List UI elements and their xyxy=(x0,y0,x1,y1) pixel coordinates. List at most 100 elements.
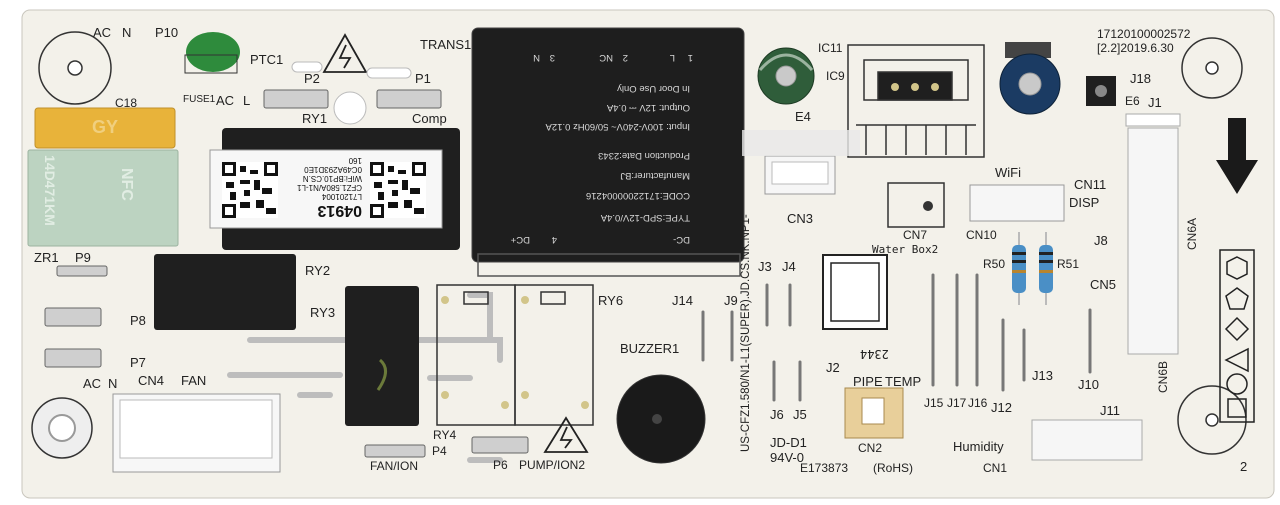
label-c18: C18 xyxy=(115,96,138,110)
resistor-r50 xyxy=(1012,232,1026,305)
trans-pin-dc-minus: DC- xyxy=(673,234,690,245)
resistor-r51 xyxy=(1039,232,1053,305)
label-r50: R50 xyxy=(983,257,1006,271)
trans-code: CODE:17122000004216 xyxy=(585,190,690,201)
trans-pin-nc: NC xyxy=(599,52,613,63)
label-buzzer1: BUZZER1 xyxy=(620,341,680,356)
label-cn4: CN4 xyxy=(138,373,165,388)
label-ic11: IC11 xyxy=(818,41,843,55)
hexagon-icon xyxy=(1226,256,1248,280)
label-cn10: CN10 xyxy=(966,228,997,242)
label-zr1: ZR1 xyxy=(34,250,59,265)
warning-triangle-icon xyxy=(322,33,368,73)
trans-pin-2: 2 xyxy=(622,52,628,63)
sticker-line2: CFZ1.580A/N1-L1 xyxy=(297,183,362,192)
power-module-trans1 xyxy=(471,27,745,263)
label-serial: 17120100002572 xyxy=(1097,27,1191,41)
connector-wifi xyxy=(969,184,1065,222)
label-humidity: Humidity xyxy=(953,439,1004,454)
label-94v0: 94V-0 xyxy=(770,450,804,465)
label-pipe: PIPE xyxy=(853,374,883,389)
water-box-sensor xyxy=(822,254,888,330)
pentagon-icon xyxy=(1225,287,1249,310)
label-e173873: E173873 xyxy=(800,461,849,475)
vertical-board-id: US-CFZ1.580/N1-L1(SUPER).JD.CS.NK.NP1- xyxy=(740,214,752,452)
label-ic9: IC9 xyxy=(826,69,845,83)
label-jd-d1: JD-D1 xyxy=(770,435,807,450)
label-2344: 2344 xyxy=(860,347,889,361)
arrow-down-icon xyxy=(1216,118,1258,194)
sticker-line4: 0C49A293D1E0 xyxy=(304,165,362,174)
jumper-wires xyxy=(701,273,1092,402)
trans-production-date: Production Date:2343 xyxy=(598,150,690,161)
label-p8: P8 xyxy=(130,313,146,328)
label-cn5: CN5 xyxy=(1090,277,1117,292)
label-j18: J18 xyxy=(1130,71,1151,86)
label-j14: J14 xyxy=(672,293,693,308)
label-ac-bottom: AC xyxy=(83,376,102,391)
label-j12: J12 xyxy=(991,400,1012,415)
label-ac: AC xyxy=(93,25,112,40)
label-disp: DISP xyxy=(1069,195,1100,210)
connector-cn11 xyxy=(1127,127,1179,355)
trans-pin-1: 1 xyxy=(687,52,693,63)
trans-pin-dc-plus: DC+ xyxy=(510,234,530,245)
x-capacitor xyxy=(34,107,176,149)
label-j2: J2 xyxy=(826,360,840,375)
triangle-icon xyxy=(1224,347,1249,373)
label-comp: Comp xyxy=(412,111,447,126)
label-cn7: CN7 xyxy=(903,228,928,242)
label-p1: P1 xyxy=(415,71,431,86)
circle-icon xyxy=(1226,373,1248,395)
trans-pin-n: N xyxy=(533,52,540,63)
label-l: L xyxy=(243,93,251,108)
trans-output: Output: 12V ⎓ 0.4A xyxy=(606,102,690,113)
connector-cn1 xyxy=(1031,419,1143,461)
label-j1: J1 xyxy=(1148,95,1162,110)
label-j6: J6 xyxy=(770,407,784,422)
mov-label: 14D471KM xyxy=(42,155,58,226)
sticker-line3: WiFi:BP10.CS.N xyxy=(302,174,362,183)
label-ry3: RY3 xyxy=(310,305,336,320)
label-fan: FAN xyxy=(181,373,207,388)
sticker-number: 04913 xyxy=(317,202,363,219)
heatsink-outline-e4 xyxy=(847,44,985,158)
label-ptc1: PTC1 xyxy=(250,52,284,67)
label-n-bottom: N xyxy=(108,376,118,391)
label-p6: P6 xyxy=(493,458,508,472)
label-j16: J16 xyxy=(968,396,988,410)
warning-triangle-icon-2 xyxy=(543,416,589,453)
label-j8: J8 xyxy=(1094,233,1108,248)
qr-code-right xyxy=(370,162,426,218)
label-r51: R51 xyxy=(1057,257,1080,271)
label-j9: J9 xyxy=(724,293,738,308)
trans-type: TYPE:SPD-12V/0.4A xyxy=(600,212,690,223)
label-cn1: CN1 xyxy=(983,461,1008,475)
connector-cn7 xyxy=(887,182,945,228)
ptc-thermistor xyxy=(186,32,240,72)
label-p4: P4 xyxy=(432,444,447,458)
label-e4: E4 xyxy=(795,109,811,124)
label-cn11: CN11 xyxy=(1074,177,1107,192)
label-rohs: (RoHS) xyxy=(873,461,914,475)
label-temp: TEMP xyxy=(885,374,922,389)
label-j3: J3 xyxy=(758,259,772,274)
xcap-label-gy: GY xyxy=(92,117,119,137)
trans-pin-3: 3 xyxy=(549,52,555,63)
trans-input: Input: 100V-240V~ 50/60Hz 0.12A xyxy=(545,121,690,132)
label-j4: J4 xyxy=(782,259,796,274)
sticker-line5: 160 xyxy=(348,156,362,165)
label-pump-ion2: PUMP/ION2 xyxy=(519,458,586,472)
label-p2: P2 xyxy=(304,71,320,86)
label-2: 2 xyxy=(1240,459,1248,474)
spade-terminals xyxy=(44,89,529,458)
label-wifi: WiFi xyxy=(995,165,1021,180)
nfc-filter-block xyxy=(27,149,179,247)
label-j17: J17 xyxy=(947,396,967,410)
label-j11: J11 xyxy=(1100,403,1120,418)
sticker-line1: L71201004 xyxy=(321,192,362,201)
square-icon xyxy=(1227,398,1247,418)
trans-note: In Door Use Only xyxy=(617,83,690,94)
label-j10: J10 xyxy=(1078,377,1099,392)
